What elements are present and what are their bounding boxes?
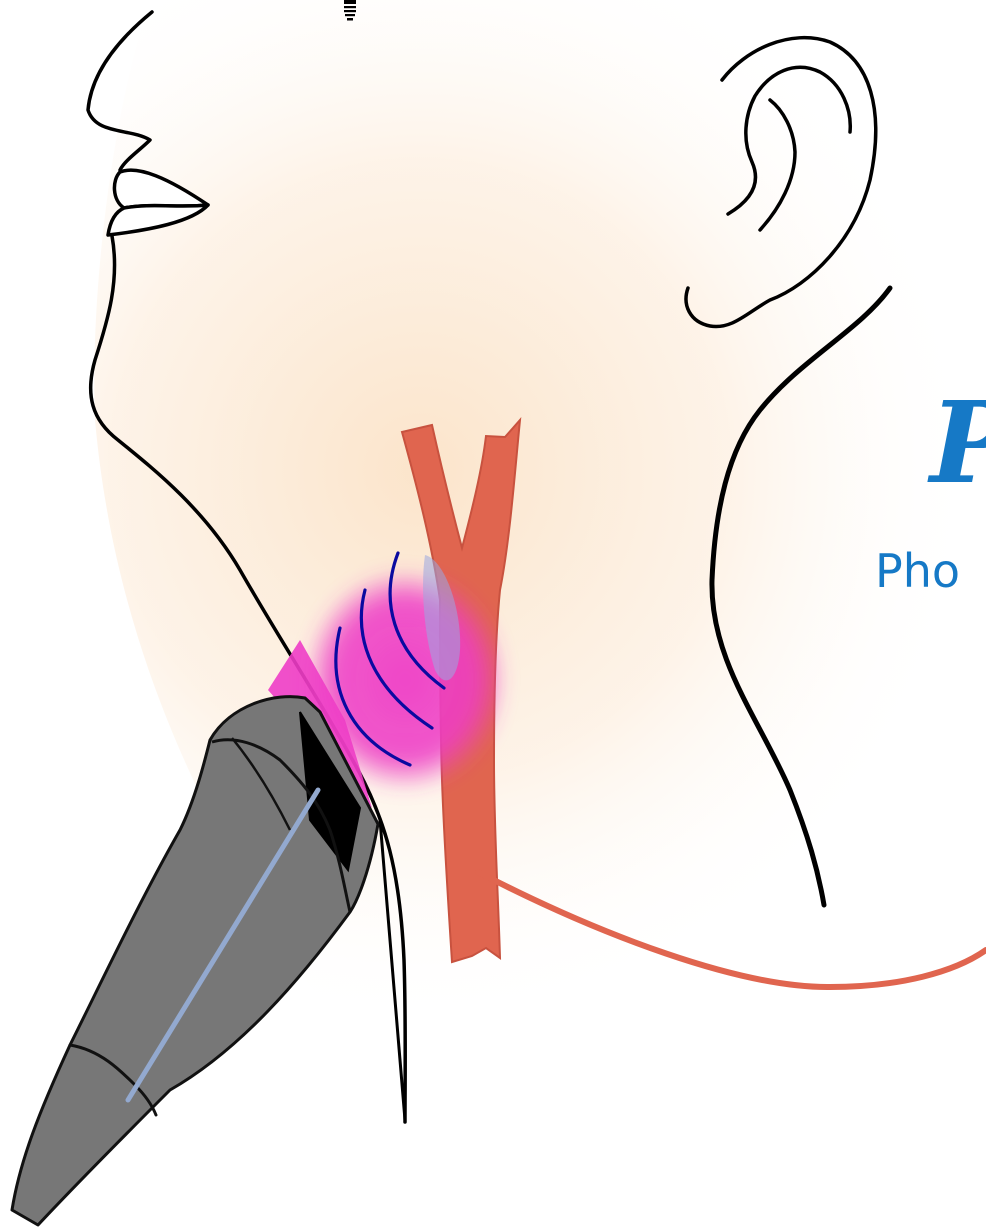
title-letter: P [930,388,986,500]
subtitle-text: Pho [875,548,960,594]
